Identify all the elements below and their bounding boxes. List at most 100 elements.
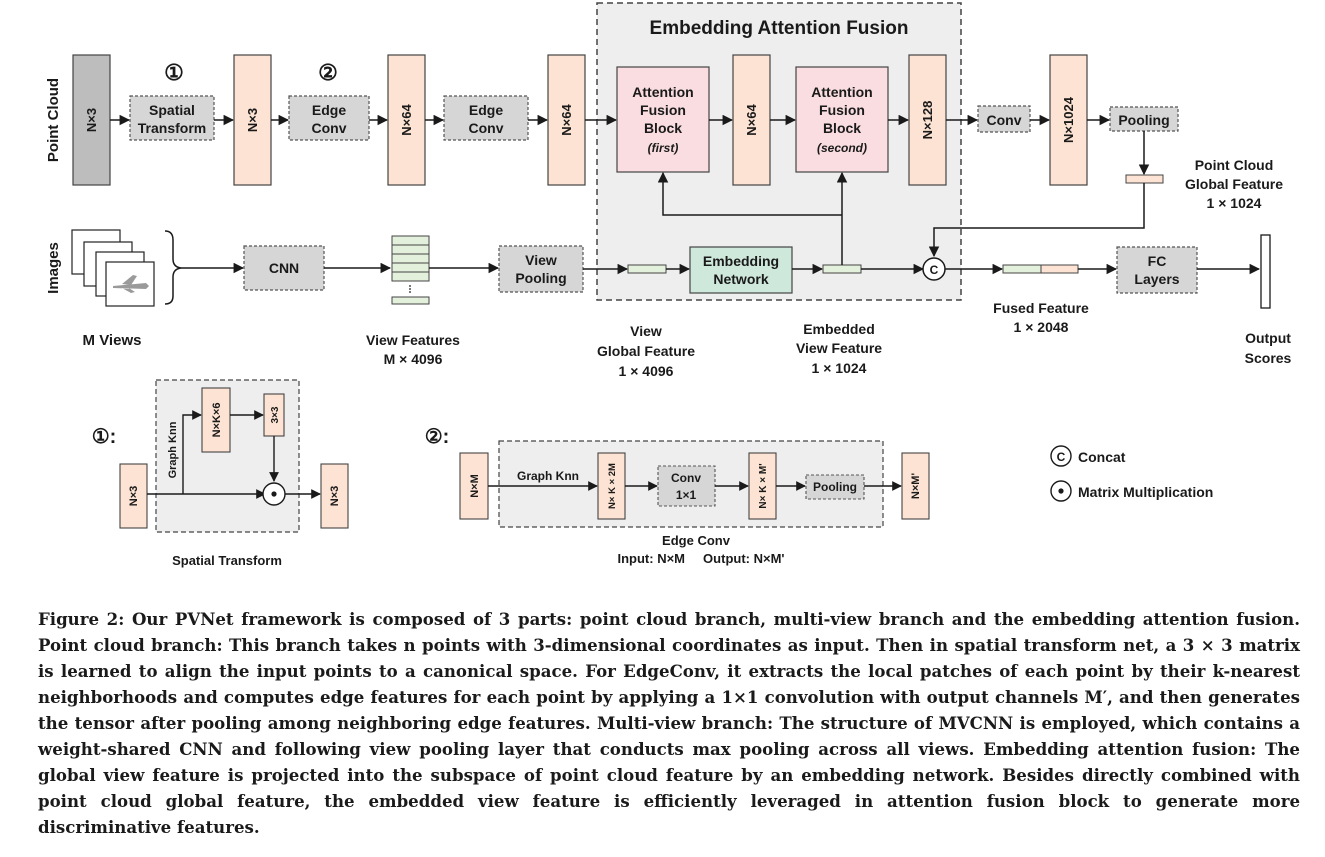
legend-concat-label: Concat (1078, 449, 1126, 465)
connector-to-afb-first (657, 171, 842, 216)
legend-concat-symbol: C (1057, 450, 1066, 464)
ec-input-block (459, 452, 489, 520)
block-n64-c-label: N×64 (744, 104, 759, 136)
matmul-dot (271, 491, 277, 497)
pooling-block (1109, 106, 1179, 132)
block-n1024-label: N×1024 (1061, 96, 1076, 143)
fused-feature-view-part (1002, 264, 1042, 274)
legend-concat-circle (1050, 445, 1072, 467)
ec-nxkx2m-block (597, 452, 626, 520)
detail-marker-one: ①: (92, 426, 117, 448)
block-n64-a (387, 54, 426, 186)
fused-feature-line1: Fused Feature (993, 300, 1089, 316)
embedded-view-feature-line1: Embedded (803, 321, 875, 337)
afb-first-line1: Attention (632, 84, 693, 100)
pvnet-diagram: Embedding Attention Fusion Point Cloud I… (45, 2, 1292, 568)
st-nxk6-block (201, 387, 231, 453)
ec-conv-line1: Conv (671, 471, 701, 485)
fusion-title: Embedding Attention Fusion (650, 18, 909, 39)
embedding-network-block (689, 246, 793, 294)
st-output-block (320, 463, 349, 529)
view-global-feature-bar (627, 264, 667, 274)
fc-layers-block (1116, 246, 1198, 294)
edge-conv-2-label-line2: Conv (469, 120, 504, 136)
views-brace (164, 230, 182, 305)
legend-matmul-dot (1058, 488, 1064, 494)
fc-layers-line1: FC (1148, 253, 1167, 269)
ec-output-label: N×M' (910, 473, 922, 500)
st-branch-up (182, 410, 202, 494)
view-features-line1: View Features (366, 332, 460, 348)
view-pooling-line2: Pooling (515, 270, 566, 286)
st-output-label: N×3 (329, 486, 341, 507)
ec-pooling-label: Pooling (813, 480, 857, 494)
ec-conv-line2: 1×1 (676, 488, 697, 502)
afb-second-line1: Attention (811, 84, 872, 100)
ec-nxkx2m-label: N× K × 2M (607, 463, 618, 509)
fused-feature-point-part (1040, 264, 1079, 274)
point-cloud-global-feature-bar (1125, 174, 1164, 184)
edge-conv-1-label-line1: Edge (312, 102, 346, 118)
block-n128-label: N×128 (920, 101, 935, 140)
embedded-view-feature-bar (822, 264, 862, 274)
concat-symbol: C (930, 263, 939, 277)
view-global-feature-line1: View (630, 323, 662, 339)
ec-pooling-block (805, 474, 865, 500)
m-views-label: M Views (83, 332, 142, 349)
images-row-label: Images (45, 242, 62, 294)
ec-detail-io: Input: N×M Output: N×M' (617, 551, 784, 566)
detail-marker-two: ②: (425, 426, 450, 448)
fused-feature-line2: 1 × 2048 (1014, 319, 1069, 335)
input-block-label: N×3 (84, 108, 99, 132)
ec-graph-knn: Graph Knn (517, 469, 579, 483)
block-n64-a-label: N×64 (399, 104, 414, 136)
legend-matmul-label: Matrix Multiplication (1078, 484, 1213, 500)
spatial-transform-label-line1: Spatial (149, 102, 195, 118)
output-scores-bar (1260, 234, 1271, 309)
st-3x3-label: 3×3 (270, 406, 281, 423)
cnn-label: CNN (269, 260, 299, 276)
output-scores-line2: Scores (1245, 350, 1292, 366)
st-nxk6-label: N×K×6 (211, 403, 223, 438)
ec-nxkxm-label: N× K × M' (758, 463, 769, 508)
afb-first-line3: Block (644, 120, 682, 136)
pc-global-feature-line2: Global Feature (1185, 176, 1283, 192)
ec-output-block (901, 452, 930, 520)
afb-first-line2: Fusion (640, 102, 686, 118)
view-global-feature-line2: Global Feature (597, 343, 695, 359)
afb-first-line4: (first) (648, 141, 679, 155)
st-input-block (119, 463, 148, 529)
marker-one: ① (164, 60, 184, 85)
spatial-transform-label-line2: Transform (138, 120, 206, 136)
spatial-transform-block (129, 95, 215, 141)
attention-fusion-block-second (795, 66, 889, 173)
afb-second-line3: Block (823, 120, 861, 136)
afb-second-line2: Fusion (819, 102, 865, 118)
pc-global-feature-line3: 1 × 1024 (1207, 195, 1262, 211)
view-features-stack (391, 235, 430, 305)
edge-conv-block-2 (443, 95, 529, 141)
output-scores-line1: Output (1245, 330, 1291, 346)
view-images-stack (71, 229, 155, 307)
connector-global-to-concat (928, 183, 1145, 258)
marker-two: ② (318, 60, 338, 85)
pooling-label: Pooling (1118, 112, 1169, 128)
pc-global-feature-line1: Point Cloud (1195, 157, 1274, 173)
fc-layers-line2: Layers (1134, 271, 1179, 287)
figure-caption: Figure 2: Our PVNet framework is compose… (38, 609, 1300, 837)
view-pooling-block (498, 245, 584, 293)
afb-second-line4: (second) (817, 141, 867, 155)
embedded-view-feature-line3: 1 × 1024 (812, 360, 867, 376)
cnn-block (243, 245, 325, 291)
edge-conv-block-1 (288, 95, 370, 141)
st-input-label: N×3 (128, 486, 140, 507)
ec-detail-title: Edge Conv (662, 533, 731, 548)
view-global-feature-line3: 1 × 4096 (619, 363, 674, 379)
view-features-line2: M × 4096 (384, 351, 443, 367)
view-pooling-line1: View (525, 252, 557, 268)
st-graph-knn: Graph Knn (167, 421, 179, 478)
ec-input-label: N×M (469, 474, 481, 498)
conv-block (977, 105, 1031, 133)
embedding-network-line2: Network (713, 271, 768, 287)
input-block (72, 54, 111, 186)
